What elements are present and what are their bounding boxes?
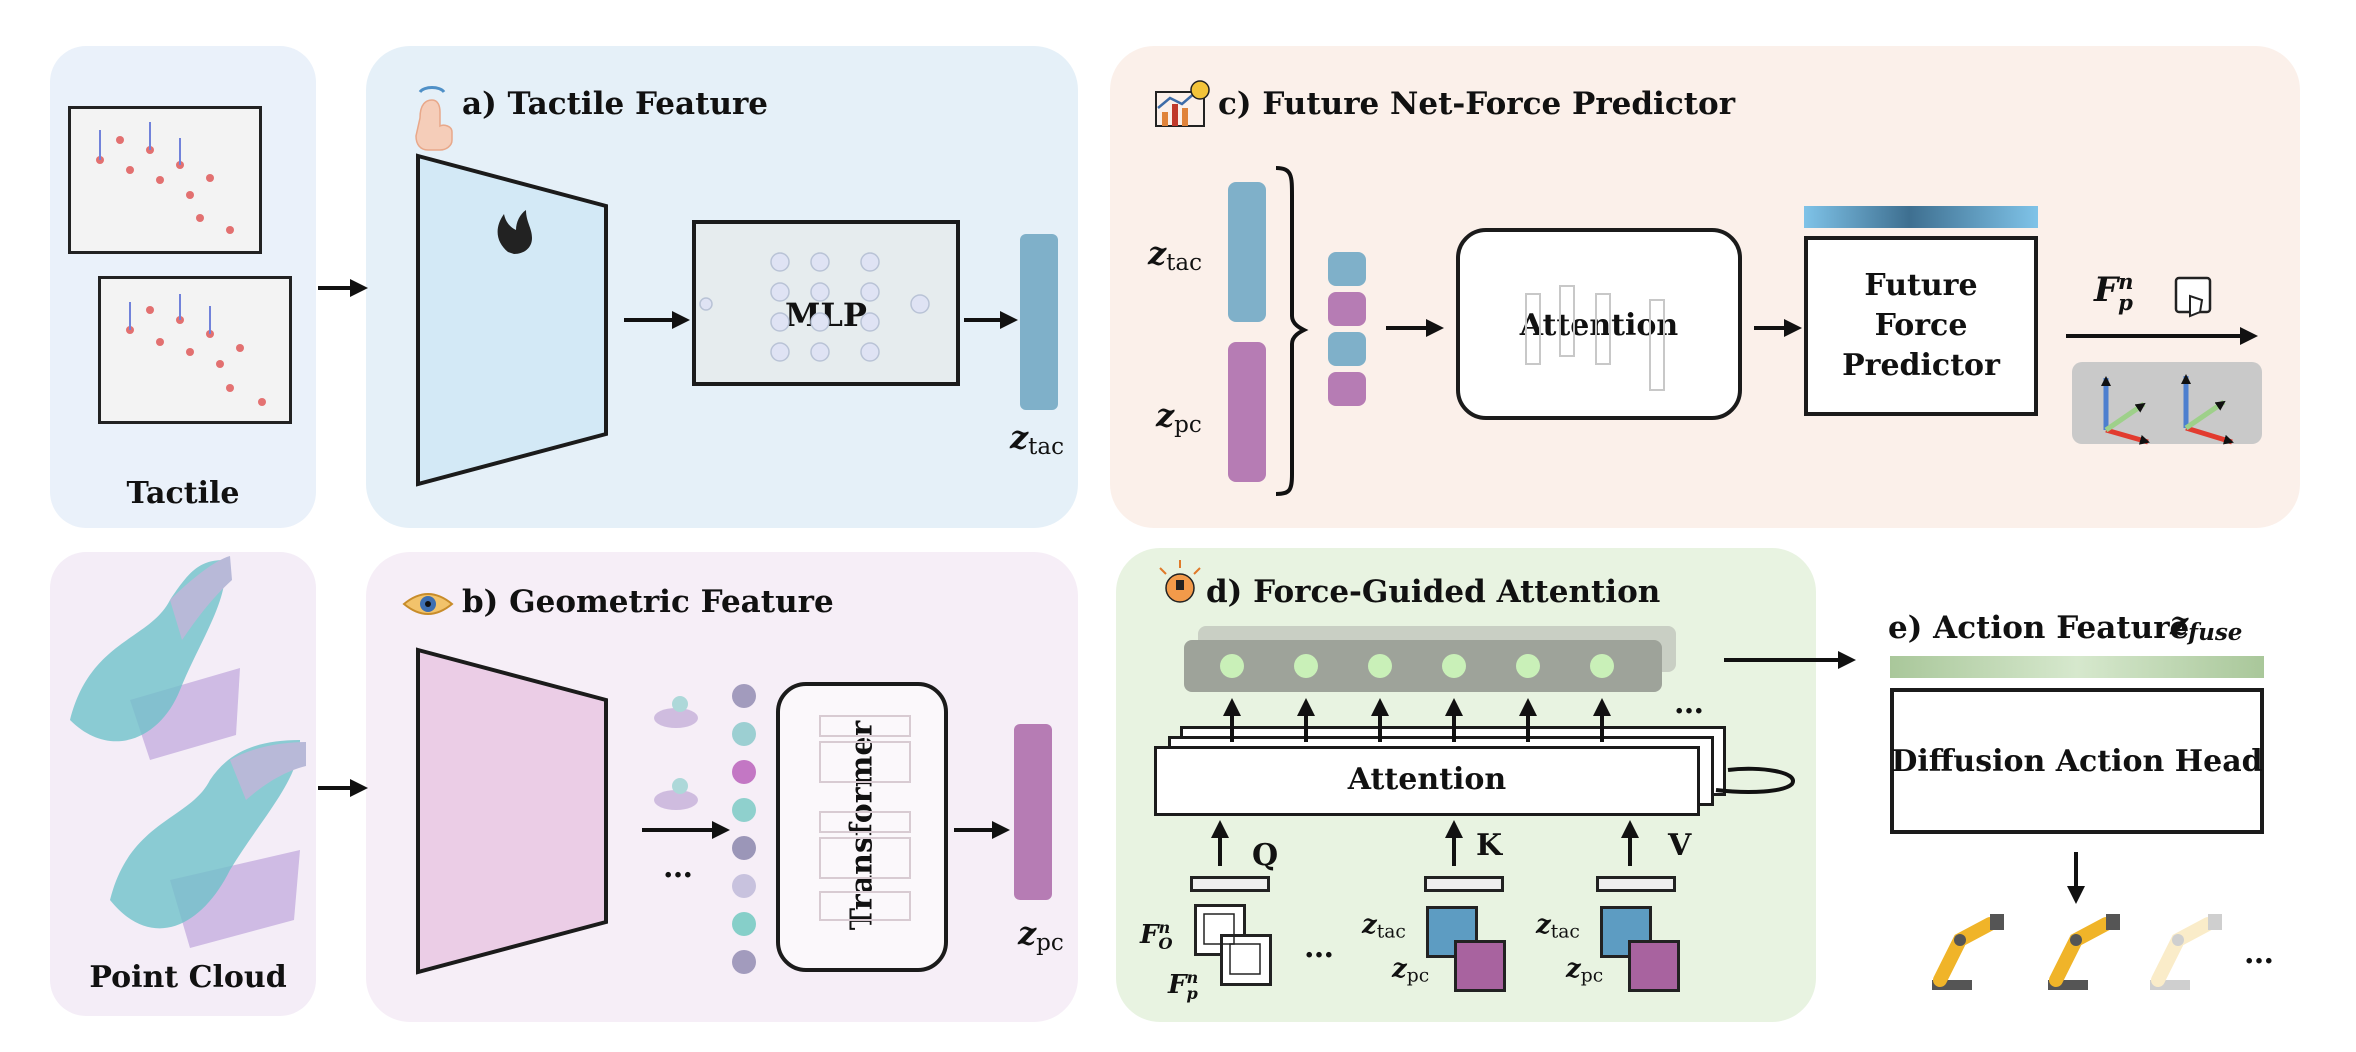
predictor-label-2: Force	[1874, 308, 1968, 343]
v-norm-bar	[1596, 876, 1676, 892]
mlp-label: MLP	[785, 296, 867, 334]
z-tac-label: ztac	[1010, 418, 1065, 460]
tactile-image-1	[68, 106, 262, 254]
point-cloud-input-panel	[50, 552, 316, 1016]
output-token-6	[1590, 654, 1614, 678]
output-token-5	[1516, 654, 1540, 678]
d-attention-label: Attention	[1347, 762, 1507, 797]
d-attention-box	[1154, 746, 1700, 816]
token-pc-2	[1328, 372, 1366, 406]
future-predictor-gradient-bar	[1804, 206, 2038, 228]
future-force-title: c) Future Net-Force Predictor	[1218, 86, 1736, 122]
force-guided-attention-title: d) Force-Guided Attention	[1206, 574, 1661, 610]
sparse-encoder-label-1: Sparse	[453, 780, 567, 815]
z-fuse-label: zfuse	[2170, 604, 2243, 646]
token-tac-1	[1328, 252, 1366, 286]
tactile-label: Tactile	[126, 476, 240, 511]
v-z-pc-label: zpc	[1566, 954, 1604, 987]
sparse-encoder-label-2: Encoder	[440, 820, 580, 855]
predictor-label-1: Future	[1864, 268, 1978, 303]
z-pc-bar	[1014, 724, 1052, 900]
v-label: V	[1668, 828, 1692, 863]
k-label: K	[1476, 828, 1503, 863]
point-cloud-label: Point Cloud	[89, 960, 287, 995]
z-fuse-bar	[1890, 656, 2264, 678]
d-ellipsis-bottom: …	[1304, 930, 1334, 965]
v-z-tac-label: ztac	[1536, 910, 1580, 943]
diffusion-action-head-label: Diffusion Action Head	[1891, 744, 2263, 779]
z-pc-label: zpc	[1018, 914, 1064, 956]
v-pc-square	[1628, 940, 1680, 992]
token-pc-1	[1328, 292, 1366, 326]
k-norm-bar	[1424, 876, 1504, 892]
k-tac-square	[1426, 906, 1478, 958]
future-force-predictor-box	[1804, 236, 2038, 416]
c-z-tac-bar	[1228, 182, 1266, 322]
tactile-image-2	[98, 276, 292, 424]
robot-arm-icon-3	[2150, 914, 2222, 990]
tactile-encoder-label-2: Tactile	[453, 308, 567, 343]
k-pc-square	[1454, 940, 1506, 992]
output-token-4	[1442, 654, 1466, 678]
diffusion-action-head-box	[1890, 688, 2264, 834]
q-force-icon-front	[1220, 934, 1272, 986]
output-token-2	[1294, 654, 1318, 678]
output-token-3	[1368, 654, 1392, 678]
output-token-strip	[1184, 640, 1662, 692]
robot-arm-icon-1	[1932, 914, 2004, 990]
c-z-pc-bar	[1228, 342, 1266, 482]
robot-ellipsis: …	[2244, 936, 2274, 971]
transformer-label: Transformer	[844, 720, 880, 931]
q-label: Q	[1252, 838, 1279, 873]
output-token-1	[1220, 654, 1244, 678]
d-ellipsis-top: …	[1674, 686, 1704, 721]
tactile-feature-title: a) Tactile Feature	[462, 86, 769, 122]
points-ellipsis: …	[663, 850, 693, 885]
c-z-tac-label: ztac	[1148, 234, 1203, 276]
predictor-label-3: Predictor	[1842, 348, 2000, 383]
geometric-feature-title: b) Geometric Feature	[462, 584, 834, 620]
token-tac-2	[1328, 332, 1366, 366]
action-feature-title: e) Action Feature	[1888, 610, 2190, 646]
z-tac-bar	[1020, 234, 1058, 410]
tactile-encoder-label-1: Pre-train	[433, 268, 587, 303]
force-vector-image	[2072, 362, 2262, 444]
k-z-tac-label: ztac	[1362, 910, 1406, 943]
k-z-pc-label: zpc	[1392, 954, 1430, 987]
c-z-pc-label: zpc	[1156, 396, 1202, 438]
robot-arm-icon-2	[2048, 914, 2120, 990]
tactile-encoder-label-3: Encoder	[440, 348, 580, 383]
c-attention-label: Attention	[1519, 308, 1679, 343]
q-norm-bar	[1190, 876, 1270, 892]
